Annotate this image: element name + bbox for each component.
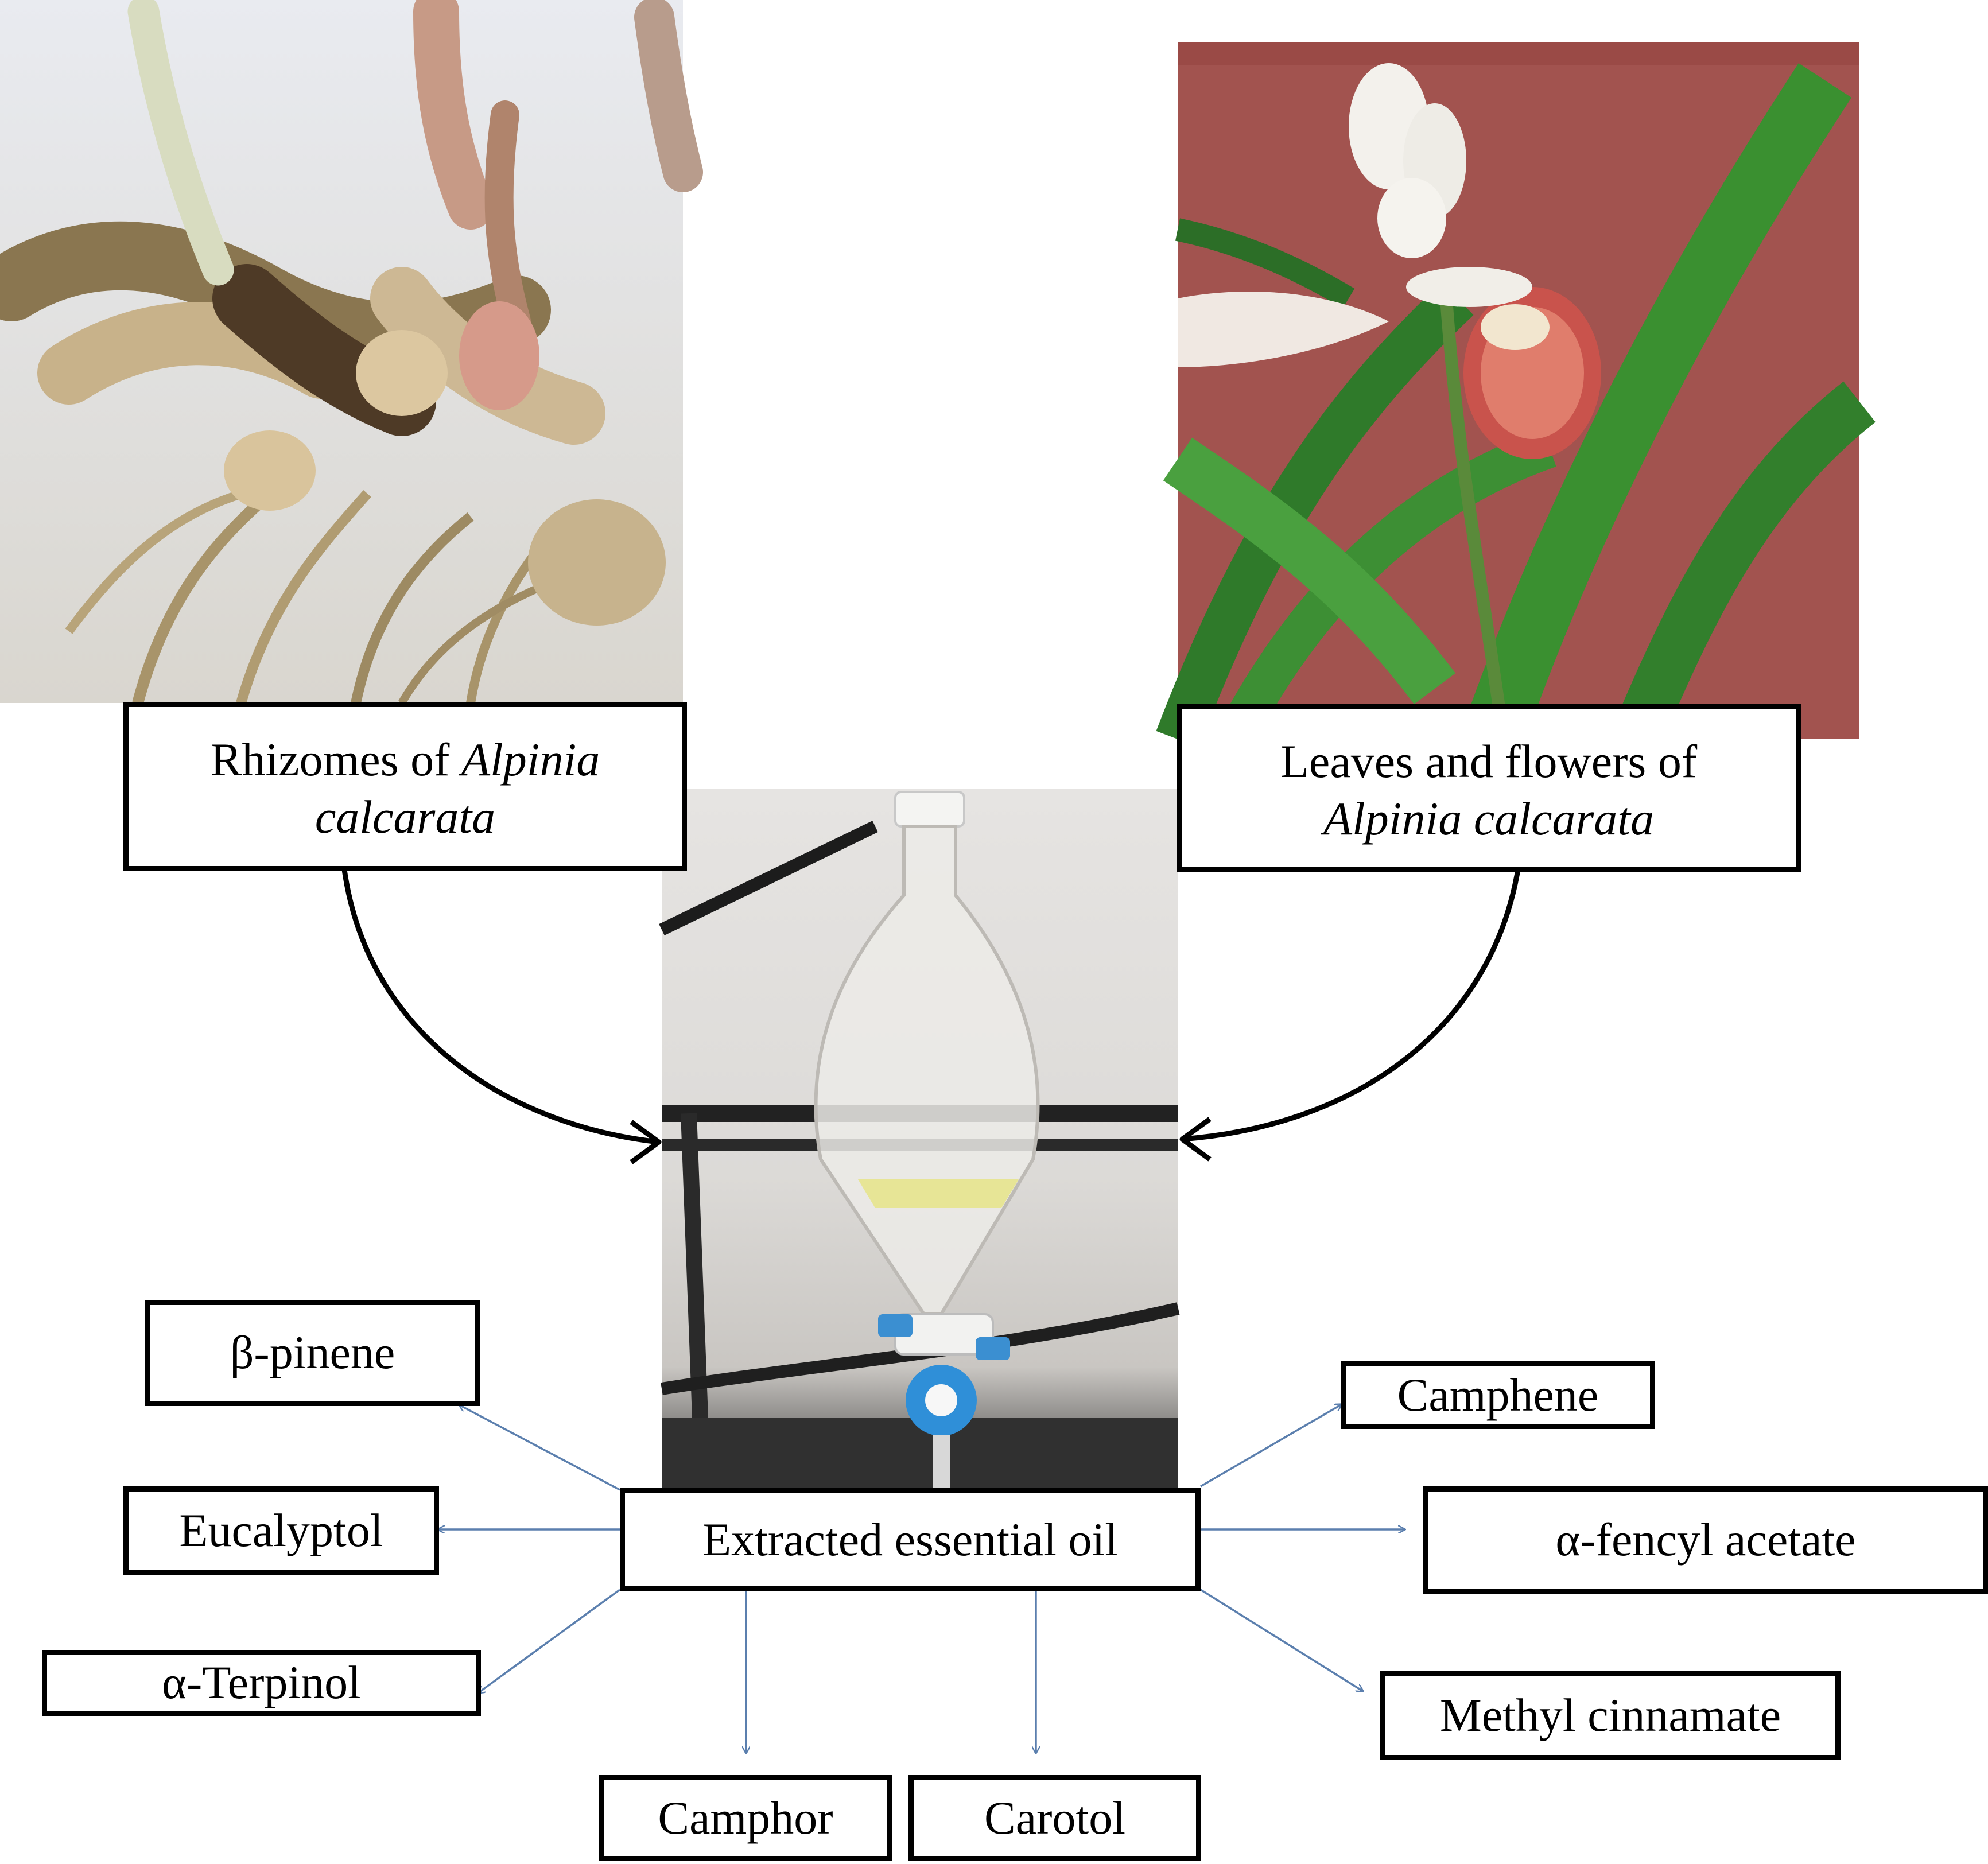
compound-carotol: Carotol <box>908 1775 1201 1861</box>
compound-camphene: Camphene <box>1341 1361 1655 1429</box>
rhizomes-source-box: Rhizomes of Alpinia calcarata <box>123 702 687 871</box>
funnel-photo <box>659 789 1180 1494</box>
compound-eucalyptol: Eucalyptol <box>123 1486 439 1575</box>
rhizome-photo <box>0 0 703 705</box>
compound-methyl-cinnamate: Methyl cinnamate <box>1380 1671 1841 1760</box>
extracted-oil-label: Extracted essential oil <box>702 1513 1119 1566</box>
compound-beta-pinene: β-pinene <box>145 1300 480 1406</box>
compound-alpha-terpinol: α-Terpinol <box>42 1650 481 1716</box>
rhizomes-prefix: Rhizomes of <box>210 733 461 786</box>
flower-photo <box>1156 42 1876 750</box>
compound-alpha-fencyl-acetate: α-fencyl acetate <box>1423 1486 1988 1594</box>
leaves-binomial: Alpinia calcarata <box>1323 793 1655 845</box>
rhizomes-species: calcarata <box>314 791 496 844</box>
leaves-source-box: Leaves and flowers of Alpinia calcarata <box>1177 704 1801 872</box>
rhizomes-genus: Alpinia <box>461 733 600 786</box>
compound-camphor: Camphor <box>599 1775 892 1861</box>
extracted-oil-box: Extracted essential oil <box>620 1488 1201 1591</box>
compound-arrows <box>438 1404 1405 1753</box>
leaves-prefix: Leaves and flowers of <box>1280 735 1698 787</box>
source-arrows <box>341 869 1521 1164</box>
